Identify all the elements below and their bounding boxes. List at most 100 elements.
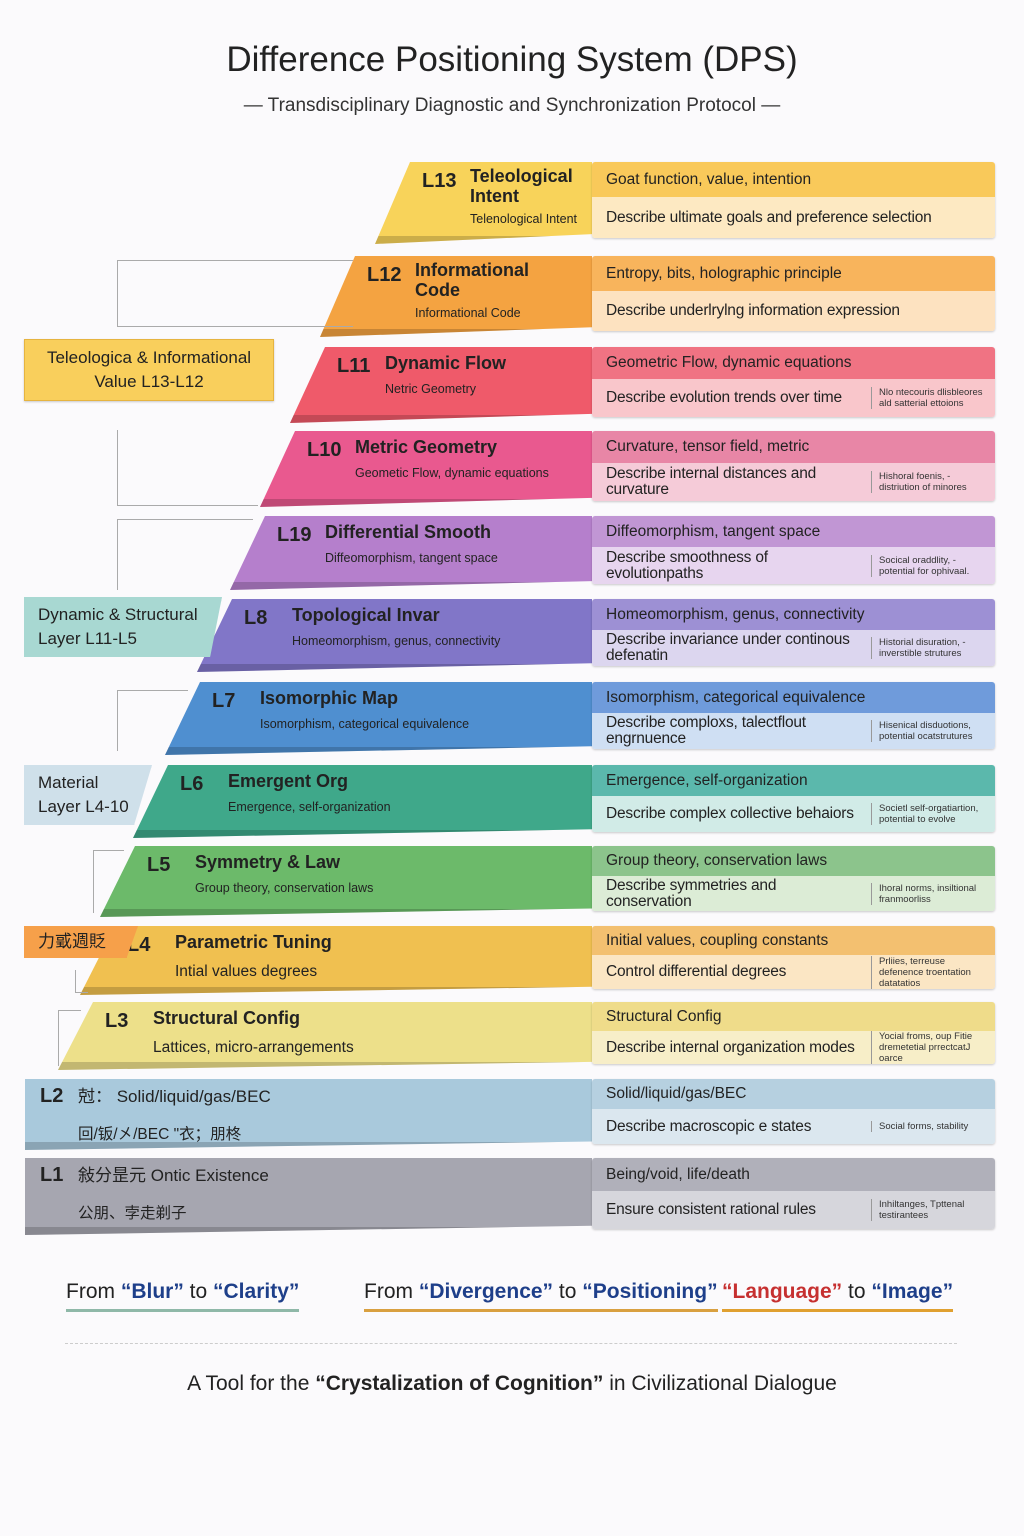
bracket (117, 260, 353, 327)
layer-subtitle: Group theory, conservation laws (195, 881, 374, 895)
bracket (58, 1010, 81, 1066)
layer-subtitle: 公朋、孛走剃子 (78, 1205, 187, 1222)
layer-block (260, 431, 592, 507)
layer-subtitle: Geometic Flow, dynamic equations (355, 466, 549, 480)
layer-property: Group theory, conservation laws (592, 846, 995, 876)
layer-property: Goat function, value, intention (592, 162, 995, 197)
layer-note: Societl self-orgatiartion, potential to … (871, 803, 983, 825)
layer-description-row: Describe internal distances and curvatur… (592, 463, 995, 501)
layer-note: Nlo ntecouris dlisbleores ald satterial … (871, 387, 983, 409)
layer-subtitle: Lattices, micro-arrangements (153, 1039, 354, 1056)
bracket (117, 690, 188, 751)
layer-block (25, 1079, 592, 1150)
layer-description: Describe ultimate goals and preference s… (606, 208, 932, 226)
layer-id: L10 (307, 439, 342, 461)
layer-id: L1 (40, 1164, 64, 1186)
layer-name: Metric Geometry (355, 437, 498, 457)
layer-block (58, 1002, 592, 1070)
page-subtitle: — Transdisciplinary Diagnostic and Synch… (243, 95, 781, 116)
layer-property: Emergence, self-organization (592, 765, 995, 796)
layer-property: Geometric Flow, dynamic equations (592, 347, 995, 379)
divider (65, 1343, 957, 1344)
layer-id: L12 (367, 264, 402, 286)
layer-subtitle: Diffeomorphism, tangent space (325, 551, 498, 565)
tagline-blur-clarity: From “Blur” to “Clarity” (66, 1280, 300, 1312)
bracket (117, 430, 258, 506)
layer-property: Initial values, coupling constants (592, 926, 995, 955)
layer-description-row: Describe underlrylng information express… (592, 291, 995, 331)
side-label-teleological: Teleologica & Informational Value L13-L1… (24, 339, 274, 401)
layer-note: Hishoral foenis, - distriution of minore… (871, 471, 983, 493)
bracket (75, 970, 88, 993)
page-title: Difference Positioning System (DPS) (226, 40, 798, 79)
layer-description-row: Describe invariance under continous defe… (592, 630, 995, 666)
layer-name: Differential Smooth (325, 522, 492, 542)
layer-id: L13 (422, 170, 457, 192)
layer-description: Ensure consistent rational rules (606, 1201, 816, 1218)
layer-name: Parametric Tuning (175, 932, 332, 952)
layer-description-row: Control differential degrees Prliies, ter… (592, 955, 995, 989)
layer-id: L11 (337, 355, 371, 377)
layer-subtitle: Netric Geometry (385, 382, 476, 396)
layer-subtitle: Isomorphism, categorical equivalence (260, 717, 470, 731)
layer-subtitle: Informational Code (415, 306, 521, 320)
side-label-dynamic: Dynamic & Structural Layer L11-L5 (24, 597, 222, 657)
layer-description-row: Describe comploxs, talectflout engrnuenc… (592, 713, 995, 749)
layer-description: Control differential degrees (606, 963, 787, 980)
layer-block (320, 256, 592, 337)
layer-block (25, 1158, 592, 1235)
layer-description: Describe underlrylng information express… (606, 302, 900, 319)
layer-description: Describe evolution trends over time (606, 389, 842, 406)
layer-property: Entropy, bits, holographic principle (592, 256, 995, 291)
tagline-language-image: “Language” to “Image” (722, 1280, 954, 1312)
layer-property: Diffeomorphism, tangent space (592, 516, 995, 547)
layer-block (375, 162, 592, 244)
bracket (93, 850, 124, 913)
layer-name: Emergent Org (228, 771, 349, 791)
layer-description: Describe comploxs, talectflout engrnuenc… (606, 714, 806, 747)
layer-name: Teleological Intent (470, 166, 573, 206)
layer-block (197, 599, 592, 672)
layer-property: Being/void, life/death (592, 1158, 995, 1191)
layer-property: Structural Config (592, 1002, 995, 1031)
layer-subtitle: Homeomorphism, genus, connectivity (292, 634, 501, 648)
layer-subtitle: 回/钣/㐅/BEC "衣；朋柊 (78, 1126, 242, 1143)
layer-description: Describe complex collective behaiors (606, 805, 854, 822)
layer-description-row: Describe complex collective behaiors Soci… (592, 796, 995, 832)
footer-text: A Tool for the “Crystalization of Cognit… (187, 1372, 837, 1395)
layer-block (100, 846, 592, 917)
layer-note: Prliies, terreuse defenence troentation … (871, 955, 983, 989)
layer-note: Historial disuration, - inverstible stru… (871, 637, 983, 659)
layer-block (230, 516, 592, 590)
layer-property: Homeomorphism, genus, connectivity (592, 599, 995, 630)
layer-description: Describe internal organization modes (606, 1038, 855, 1056)
layer-description: Describe symmetries and conservation (606, 876, 777, 910)
layer-name: 尅： Solid/liquid/gas/BEC (78, 1087, 271, 1106)
layer-property: Curvature, tensor field, metric (592, 431, 995, 463)
layer-id: L7 (212, 690, 236, 712)
